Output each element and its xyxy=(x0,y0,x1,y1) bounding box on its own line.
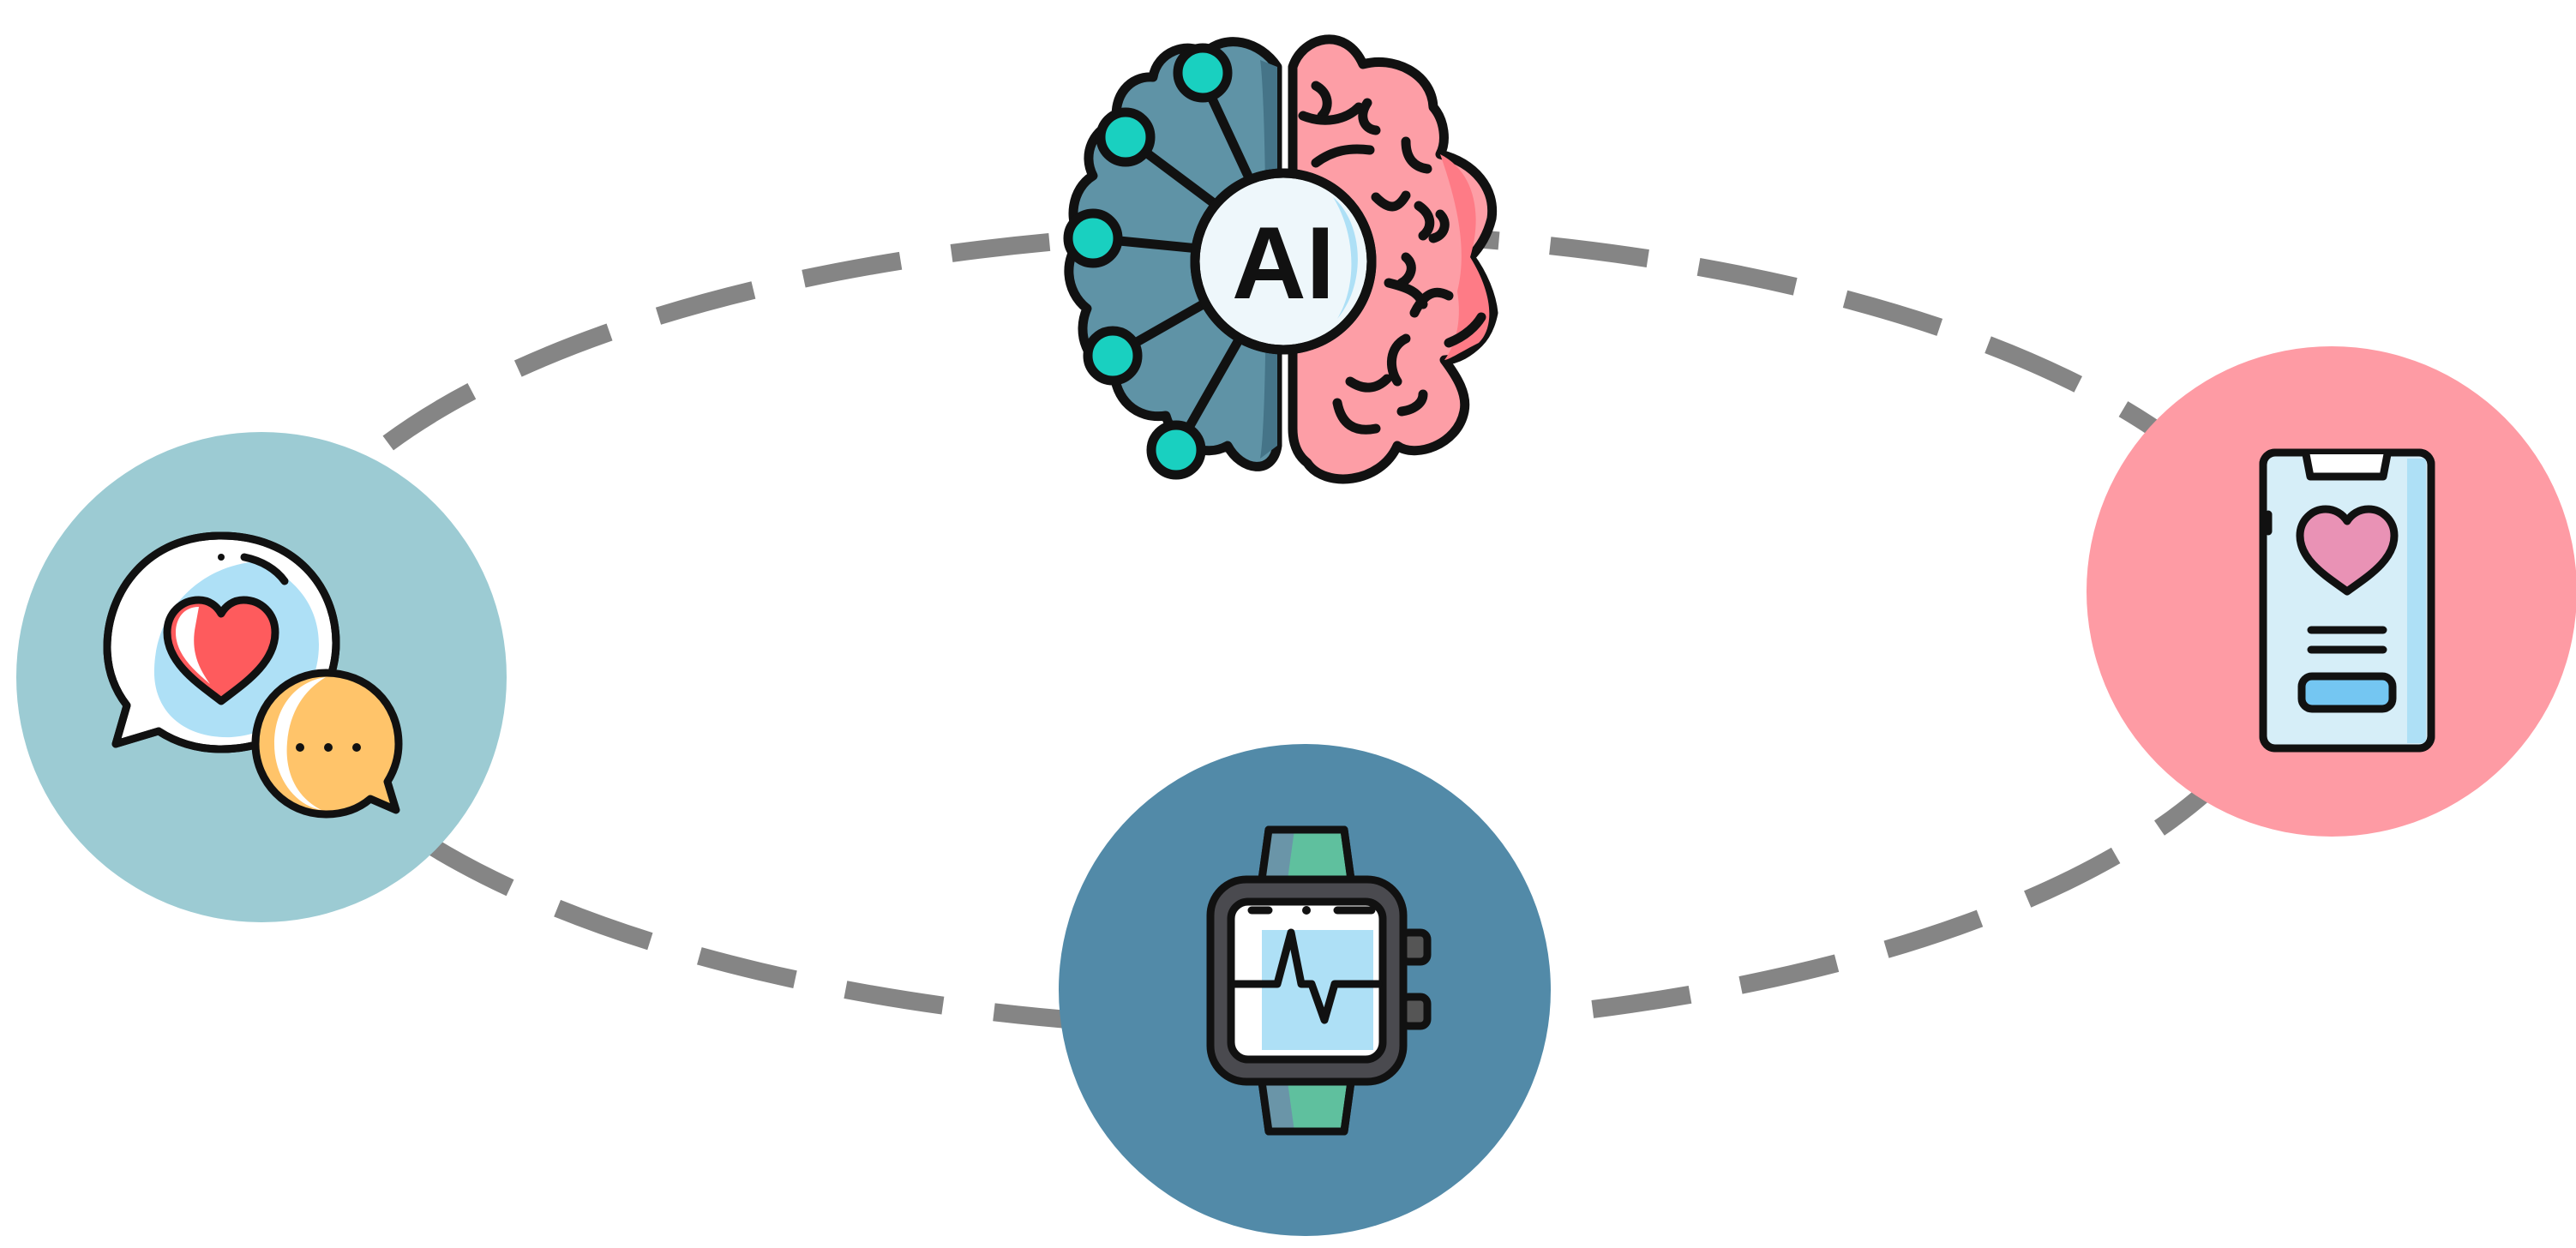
ai-label: AI xyxy=(1232,206,1335,321)
phone-node xyxy=(2087,346,2576,837)
chat-heart-icon xyxy=(103,531,403,819)
smartwatch-heartbeat-icon xyxy=(1206,825,1432,1136)
watch-node xyxy=(1059,744,1551,1236)
chat-node xyxy=(16,432,507,922)
ai-brain-node: AI xyxy=(1063,34,1498,484)
ai-brain-icon: AI xyxy=(1063,34,1498,484)
phone-heart-icon xyxy=(2259,448,2435,753)
